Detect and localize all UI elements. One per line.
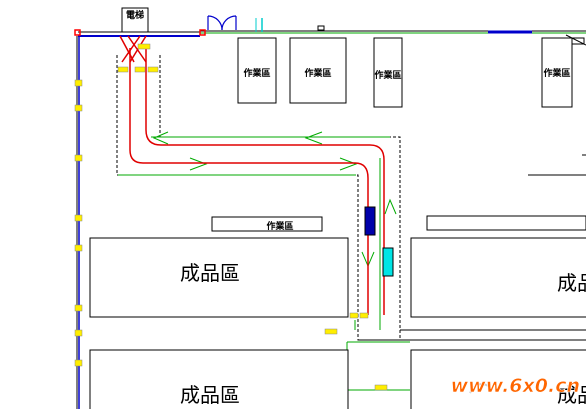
- finished-goods-label-partial: 成品: [557, 383, 586, 407]
- work-area-label: 作業區: [266, 220, 293, 232]
- watermark-text: www.6x0.cn: [451, 375, 580, 397]
- work-area-label: 作業區: [243, 67, 270, 79]
- finished-goods-area-4: 成品: [410, 349, 586, 413]
- work-area-label: 作業區: [304, 67, 331, 79]
- finished-goods-area-3: 成品區: [89, 349, 349, 413]
- left-wall: [74, 36, 83, 409]
- watermark: www.6x0.cn: [450, 375, 580, 398]
- right-fragments: [528, 154, 586, 176]
- work-area-3: 作業區: [373, 37, 403, 108]
- yellow-markers: [117, 43, 388, 391]
- green-walkway: [118, 131, 410, 391]
- vehicle-b: [382, 247, 394, 277]
- finished-goods-label-partial: 成品: [557, 271, 586, 295]
- door-icon: [207, 15, 237, 31]
- vehicle-a: [364, 206, 376, 236]
- work-area-label: 作業區: [374, 69, 401, 81]
- finished-goods-area-2: 成品: [410, 237, 586, 318]
- bottom-lines: [358, 329, 586, 341]
- wall-corner-left: [74, 29, 81, 36]
- elevator-label: 電梯: [126, 9, 144, 21]
- finished-goods-label: 成品區: [180, 261, 240, 285]
- wall-corner-right: [199, 29, 206, 36]
- work-area-strip: 作業區: [211, 216, 323, 232]
- finished-goods-area-1: 成品區: [89, 237, 349, 318]
- work-area-label: 作業區: [543, 67, 570, 79]
- work-area-2: 作業區: [289, 37, 347, 104]
- finished-goods-label: 成品區: [180, 383, 240, 407]
- work-area-strip-right: [426, 215, 586, 231]
- work-area-1: 作業區: [237, 37, 277, 104]
- top-wall: [74, 18, 586, 46]
- work-area-4: 作業區: [541, 37, 573, 108]
- elevator: 電梯: [121, 7, 149, 33]
